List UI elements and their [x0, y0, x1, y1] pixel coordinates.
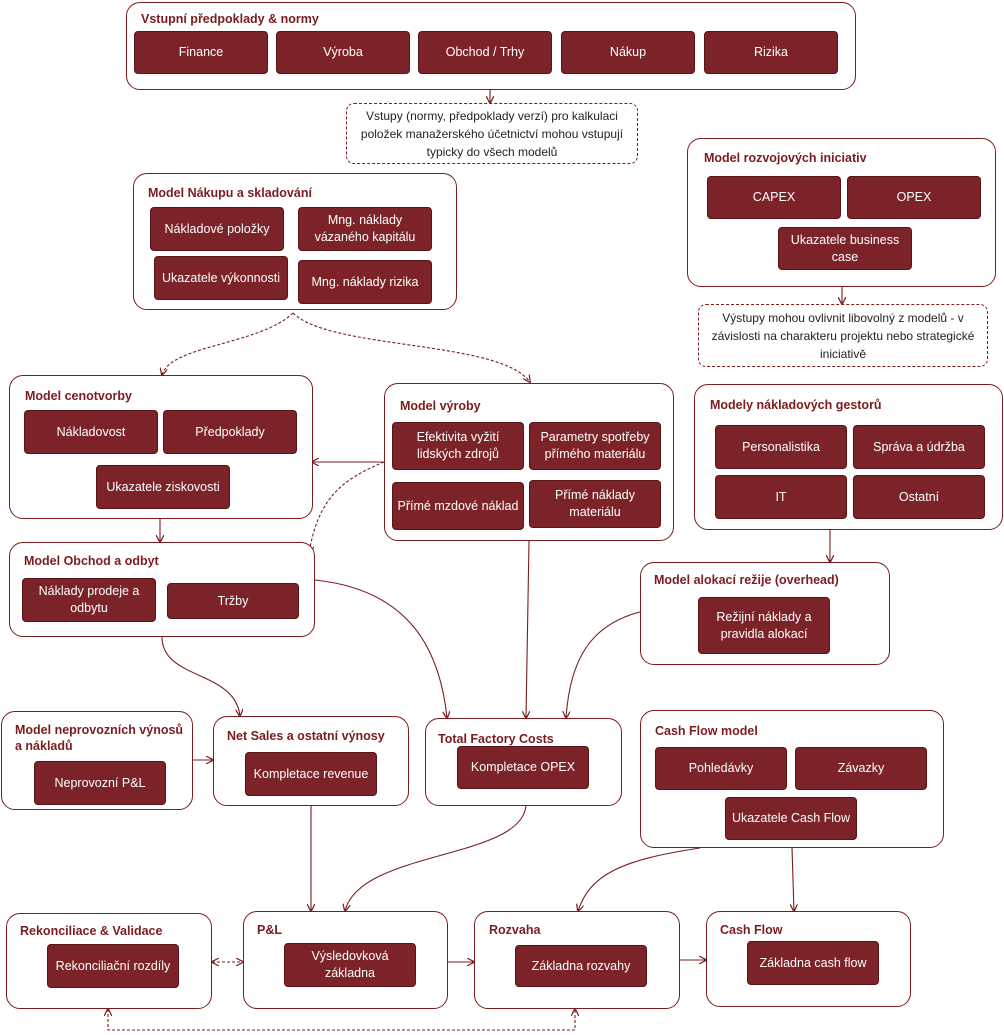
chip-rezijni-naklady: Režijní náklady a pravidla alokací: [698, 597, 830, 654]
chip-ukazatele-vykonnosti: Ukazatele výkonnosti: [154, 256, 288, 300]
chip-zavazky: Závazky: [795, 747, 927, 790]
chip-naklady-prodeje: Náklady prodeje a odbytu: [22, 578, 156, 622]
arrow-cashflowmodel-to-balance: [578, 847, 701, 911]
chip-finance: Finance: [134, 31, 268, 74]
chip-prime-naklady-materialu: Přímé náklady materiálu: [529, 480, 661, 528]
frame-title-net-sales: Net Sales a ostatní výnosy: [227, 729, 385, 743]
frame-title-production: Model výroby: [400, 399, 481, 413]
frame-title-factory-costs: Total Factory Costs: [438, 732, 554, 746]
note-inputs: Vstupy (normy, předpoklady verzí) pro ka…: [346, 103, 638, 164]
arrow-production-to-sales: [309, 461, 385, 553]
frame-title-non-operating: Model neprovozních výnosů a nákladů: [15, 723, 184, 753]
chip-predpoklady: Předpoklady: [163, 410, 297, 454]
chip-efektivita: Efektivita vyžití lidských zdrojů: [392, 422, 524, 470]
frame-title-pricing: Model cenotvorby: [25, 389, 132, 403]
chip-zakladna-cash-flow: Základna cash flow: [747, 941, 879, 985]
chip-mng-rizika: Mng. náklady rizika: [298, 260, 432, 304]
chip-vysledovkova-zakladna: Výsledovková základna: [284, 943, 416, 987]
chip-neprovozni-pnl: Neprovozní P&L: [34, 761, 166, 805]
frame-title-overhead: Model alokací režije (overhead): [654, 573, 839, 587]
chip-ukazatele-ziskovosti: Ukazatele ziskovosti: [96, 465, 230, 509]
chip-nakladove-polozky: Nákladové položky: [150, 207, 284, 251]
chip-trzby: Tržby: [167, 583, 299, 619]
arrow-cashflowmodel-to-cashflow: [792, 847, 794, 911]
chip-opex: OPEX: [847, 176, 981, 219]
arrow-sales-to-factorycosts: [314, 579, 447, 718]
chip-kompletace-revenue: Kompletace revenue: [245, 752, 377, 796]
arrow-factorycosts-to-pnl: [345, 805, 527, 911]
frame-title-pnl: P&L: [257, 923, 282, 937]
arrow-production-to-factorycosts: [526, 540, 529, 718]
frame-title-sales: Model Obchod a odbyt: [24, 554, 159, 568]
chip-parametry-spotreby: Parametry spotřeby přímého materiálu: [529, 422, 661, 470]
chip-zakladna-rozvahy: Základna rozvahy: [515, 945, 647, 987]
chip-personalistika: Personalistika: [715, 425, 847, 469]
arrow-purchasing-to-production: [292, 312, 530, 382]
note-initiatives: Výstupy mohou ovlivnit libovolný z model…: [698, 304, 988, 367]
arrow-overhead-to-factorycosts: [566, 611, 641, 718]
arrow-sales-to-netsales: [161, 636, 240, 716]
chip-prime-mzdove: Přímé mzdové náklad: [392, 482, 524, 530]
frame-title-cash-flow: Cash Flow: [720, 923, 783, 937]
chip-obchod: Obchod / Trhy: [418, 31, 552, 74]
chip-vyroba: Výroba: [276, 31, 410, 74]
chip-ostatni: Ostatní: [853, 475, 985, 519]
chip-it: IT: [715, 475, 847, 519]
chip-nakup: Nákup: [561, 31, 695, 74]
chip-kompletace-opex: Kompletace OPEX: [457, 746, 589, 789]
chip-sprava-udrzba: Správa a údržba: [853, 425, 985, 469]
chip-capex: CAPEX: [707, 176, 841, 219]
chip-pohledavky: Pohledávky: [655, 747, 787, 790]
frame-title-initiatives: Model rozvojových iniciativ: [704, 151, 867, 165]
arrow-purchasing-to-pricing: [162, 312, 294, 375]
frame-title-balance: Rozvaha: [489, 923, 541, 937]
frame-title-cost-owners: Modely nákladových gestorů: [710, 398, 882, 412]
chip-rekonciliacni-rozdily: Rekonciliační rozdíly: [47, 944, 179, 988]
chip-rizika: Rizika: [704, 31, 838, 74]
frame-title-inputs: Vstupní předpoklady & normy: [141, 12, 319, 26]
frame-title-purchasing: Model Nákupu a skladování: [148, 186, 312, 200]
arrow-reconciliation-balance: [108, 1009, 575, 1031]
chip-mng-vazany-kapital: Mng. náklady vázaného kapitálu: [298, 207, 432, 251]
chip-ukazatele-cash-flow: Ukazatele Cash Flow: [725, 797, 857, 840]
chip-business-case: Ukazatele business case: [778, 227, 912, 270]
frame-title-cash-flow-model: Cash Flow model: [655, 724, 758, 738]
chip-nakladovost: Nákladovost: [24, 410, 158, 454]
frame-title-reconciliation: Rekonciliace & Validace: [20, 924, 163, 938]
